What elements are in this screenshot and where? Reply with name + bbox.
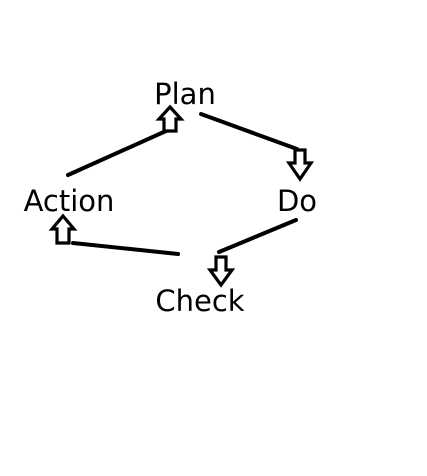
node-check-label: Check bbox=[155, 284, 244, 318]
edge-do-to-check bbox=[206, 218, 298, 288]
connector-plan-do bbox=[199, 112, 299, 151]
edge-check-to-action bbox=[48, 213, 180, 256]
node-do-label: Do bbox=[277, 184, 317, 218]
connector-do-check bbox=[217, 218, 298, 254]
down-arrow-icon bbox=[206, 255, 236, 288]
down-arrow-icon bbox=[285, 148, 315, 182]
edge-action-to-plan bbox=[66, 104, 185, 177]
up-arrow-icon bbox=[155, 104, 185, 133]
node-action-label: Action bbox=[24, 184, 115, 218]
connector-check-action bbox=[71, 241, 180, 256]
connector-action-plan bbox=[66, 129, 168, 177]
up-arrow-icon bbox=[48, 213, 78, 245]
node-plan-label: Plan bbox=[154, 77, 216, 111]
edge-plan-to-do bbox=[199, 112, 315, 182]
